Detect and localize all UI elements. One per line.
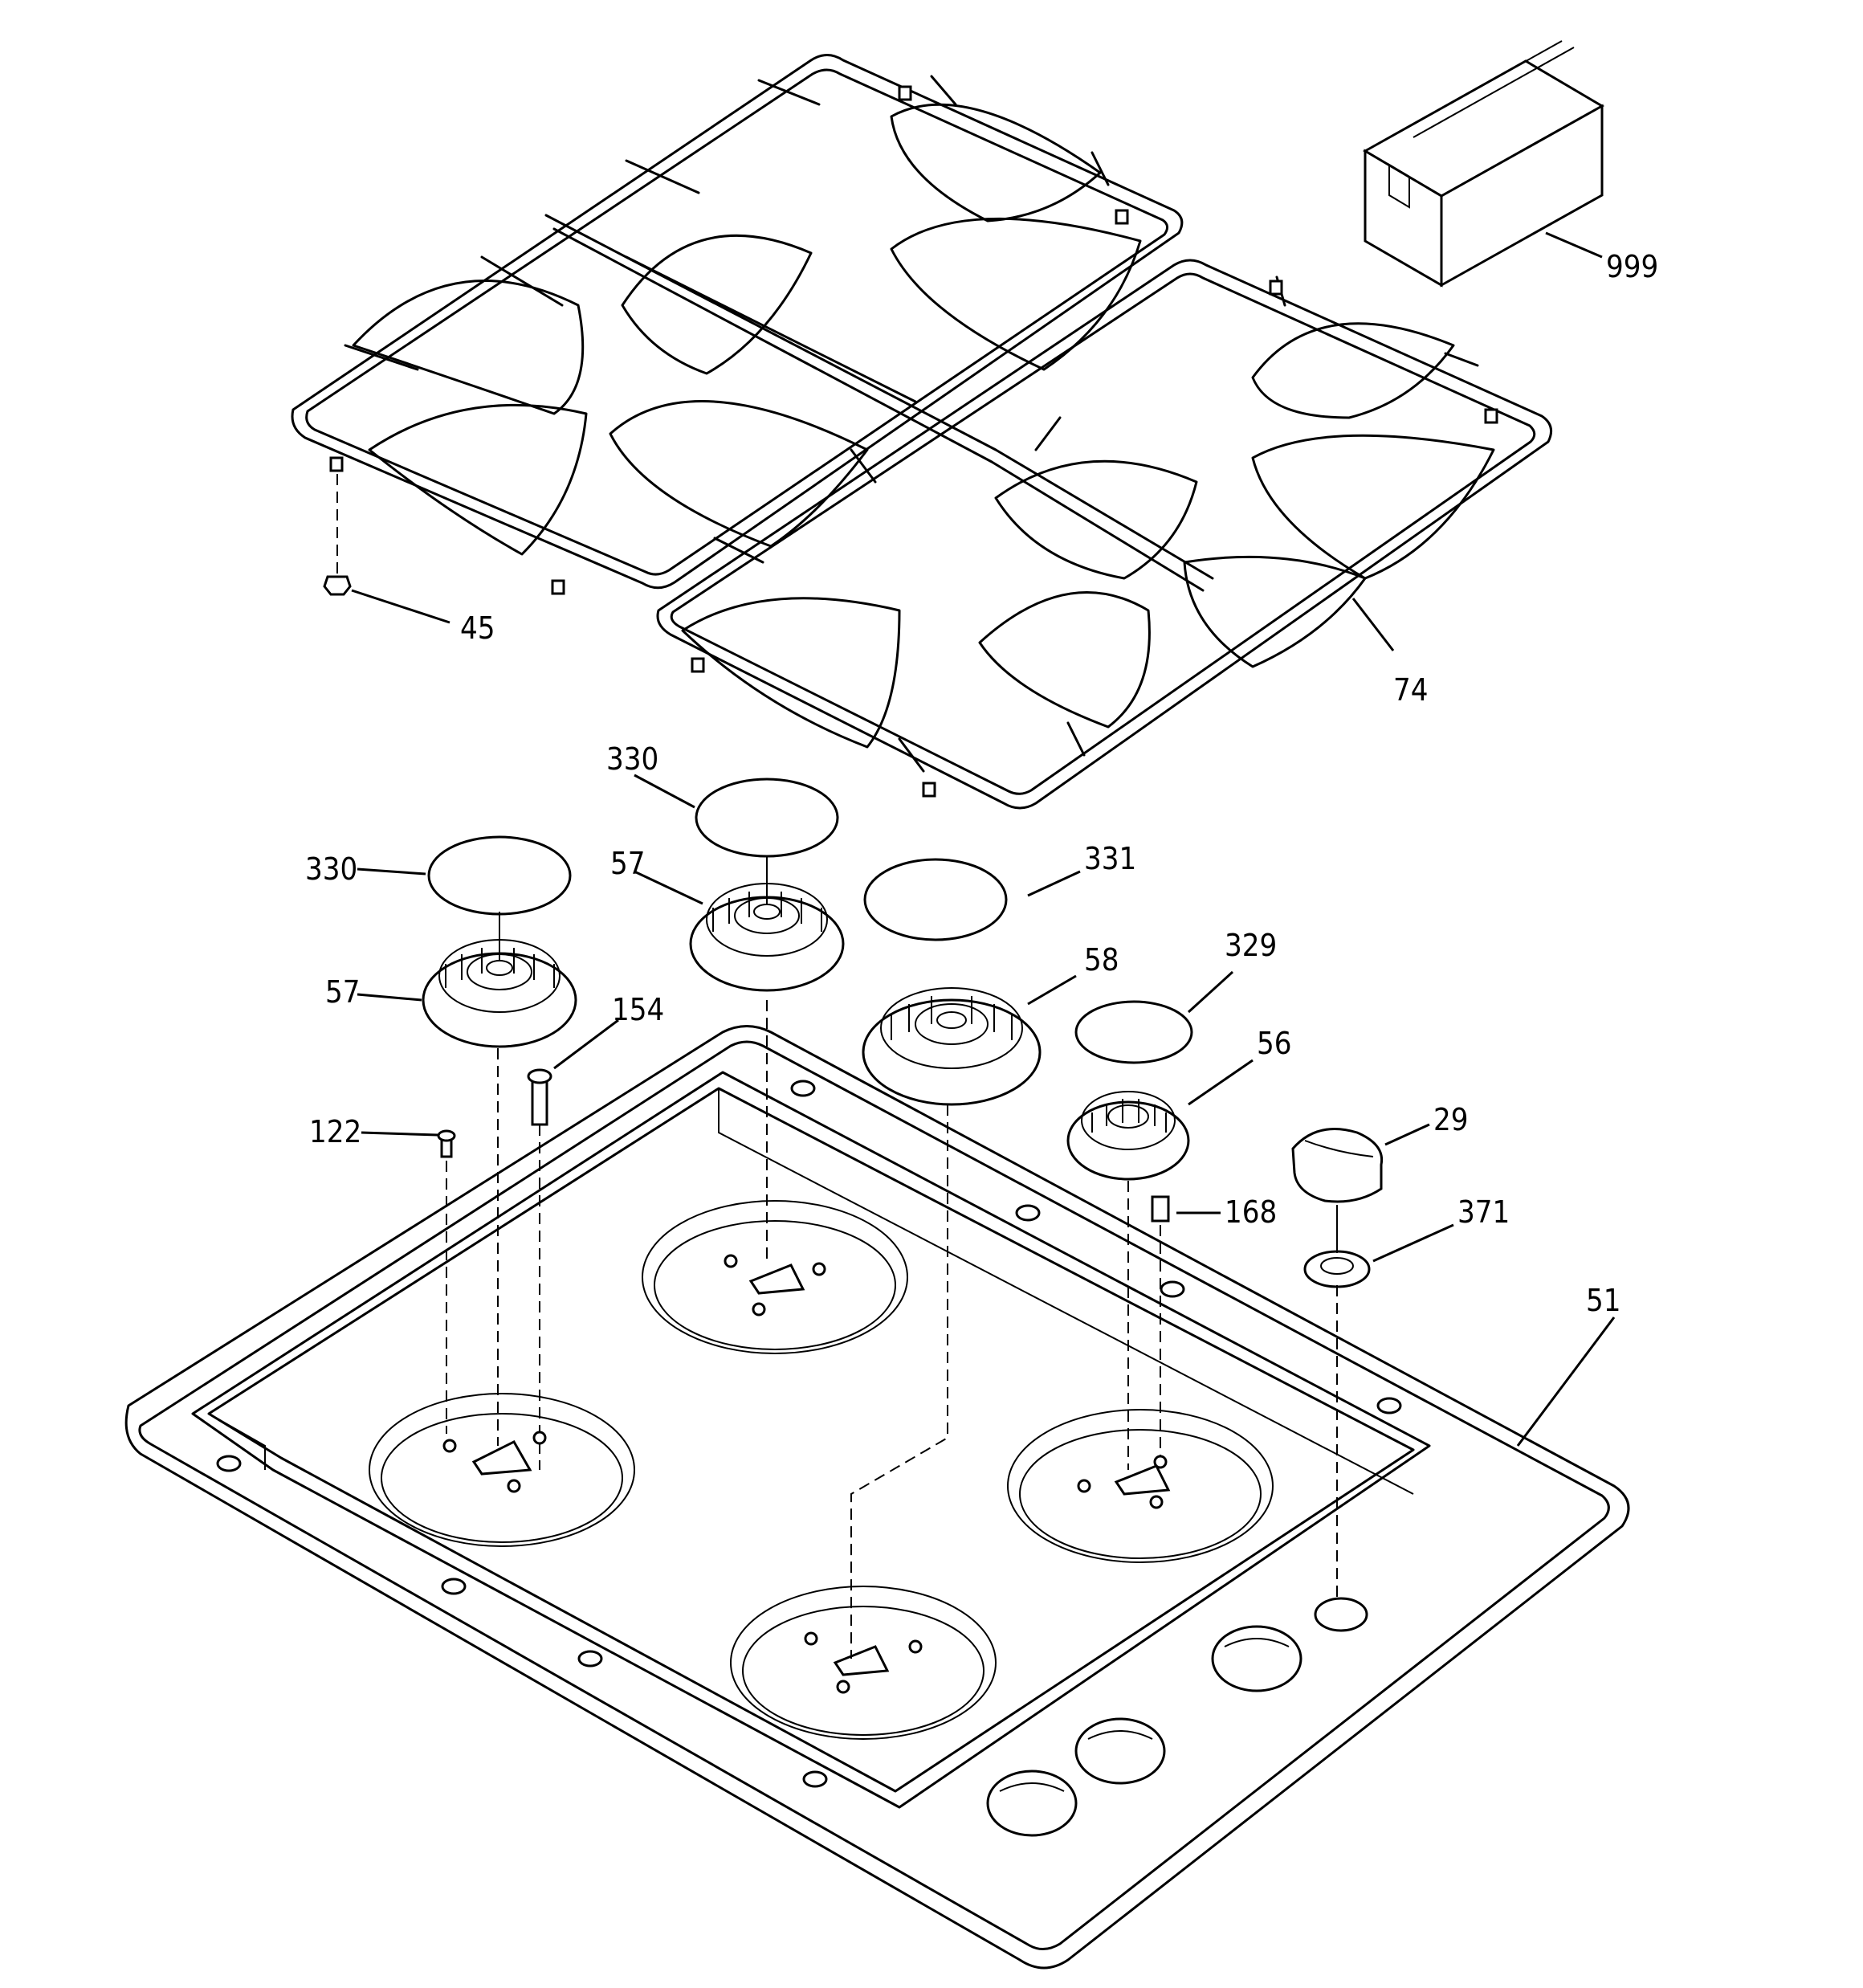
control-knob bbox=[1291, 1123, 1430, 1203]
label-329: 329 bbox=[1225, 928, 1277, 963]
mounting-screw bbox=[361, 1129, 456, 1434]
label-331: 331 bbox=[1084, 841, 1136, 876]
grate-foot bbox=[323, 474, 450, 624]
burner-head-58 bbox=[862, 974, 1077, 1106]
label-74: 74 bbox=[1393, 672, 1429, 708]
label-57-rear: 57 bbox=[610, 846, 646, 881]
label-45: 45 bbox=[460, 610, 495, 646]
burner-cap-329 bbox=[1074, 970, 1234, 1064]
label-330-rear: 330 bbox=[606, 741, 658, 777]
knob-bezel bbox=[1303, 1205, 1454, 1288]
label-330-left: 330 bbox=[305, 851, 357, 887]
label-56: 56 bbox=[1257, 1026, 1292, 1061]
spark-electrode bbox=[527, 1018, 619, 1470]
burner-head-57-rear bbox=[634, 855, 845, 992]
label-154: 154 bbox=[612, 992, 664, 1027]
burner-cap-331 bbox=[863, 858, 1081, 941]
cooktop-panel bbox=[124, 1000, 1630, 1970]
label-371: 371 bbox=[1457, 1194, 1510, 1230]
burner-grates bbox=[291, 54, 1553, 810]
label-999: 999 bbox=[1606, 249, 1658, 284]
burner-head-57-left bbox=[357, 912, 577, 1048]
label-168: 168 bbox=[1225, 1194, 1277, 1230]
literature-box bbox=[1362, 40, 1605, 288]
label-122: 122 bbox=[309, 1114, 361, 1149]
label-51: 51 bbox=[1586, 1283, 1621, 1318]
burner-cap-330-left bbox=[357, 835, 572, 916]
label-57-left: 57 bbox=[325, 974, 361, 1010]
burner-cap-330-rear bbox=[634, 774, 839, 858]
igniter-switch bbox=[1151, 1195, 1221, 1462]
label-29: 29 bbox=[1433, 1102, 1469, 1137]
label-58: 58 bbox=[1084, 942, 1119, 978]
burner-head-56 bbox=[1066, 1059, 1254, 1181]
